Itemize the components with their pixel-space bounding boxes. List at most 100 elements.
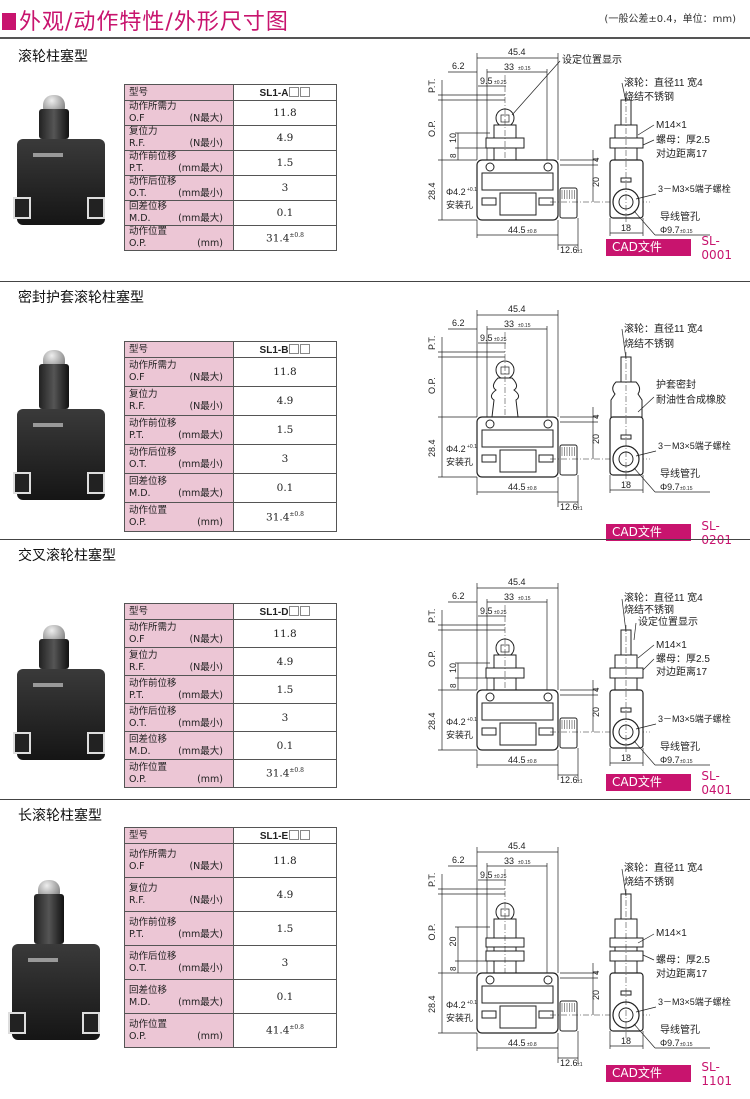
spec-value: 4.9 bbox=[233, 125, 337, 151]
body-window bbox=[481, 172, 554, 191]
spec-label-en: O.P. bbox=[129, 773, 147, 785]
dim-label: ±0.15 bbox=[680, 229, 693, 235]
spec-value: 41.4±0.8 bbox=[233, 1013, 337, 1048]
model-label: 型号 bbox=[124, 603, 234, 620]
plunger bbox=[39, 364, 69, 409]
spec-value: 0.1 bbox=[233, 979, 337, 1014]
line bbox=[621, 598, 627, 633]
mount-hole bbox=[485, 975, 495, 985]
dim-label: 设定位置显示 bbox=[638, 615, 698, 628]
dim-label: ±0.8 bbox=[527, 1042, 537, 1048]
spec-label-cn: 回差位移 bbox=[129, 733, 168, 745]
dim-label: +0.1 bbox=[467, 444, 477, 450]
model-text: SL1-D bbox=[259, 606, 289, 618]
spec-value: 11.8 bbox=[233, 619, 337, 648]
terminal-cover bbox=[82, 1012, 100, 1034]
dim-label: O.P. bbox=[427, 650, 437, 667]
line bbox=[633, 622, 637, 641]
spec-unit: (mm最大) bbox=[178, 488, 223, 499]
dim-label: M14×1 bbox=[656, 120, 687, 131]
line bbox=[633, 467, 656, 493]
dim-label: 4 bbox=[592, 687, 601, 692]
spec-label-cn: 动作前位移 bbox=[129, 151, 177, 162]
dim-label: 安装孔 bbox=[446, 456, 473, 467]
spec-label-en: O.F bbox=[129, 633, 145, 645]
side-nut bbox=[609, 937, 644, 948]
product-photo bbox=[13, 625, 115, 760]
spec-value-text: 31.4 bbox=[266, 232, 290, 245]
plunger bbox=[39, 639, 69, 669]
spec-unit: (mm最小) bbox=[178, 717, 223, 729]
dim-label: 20 bbox=[591, 707, 601, 717]
terminal-cover bbox=[87, 197, 105, 219]
dim-label: Φ4.2 bbox=[446, 1000, 466, 1010]
spec-label-cn: 动作位置 bbox=[129, 1018, 168, 1030]
dim-label: 设定位置显示 bbox=[562, 53, 622, 66]
dim-label: 安装孔 bbox=[446, 1012, 473, 1023]
dim-label: ±0.25 bbox=[494, 80, 507, 86]
dim-label: 45.4 bbox=[508, 841, 526, 851]
spec-label-cn: 复位力 bbox=[129, 389, 158, 400]
spec-unit: (mm最小) bbox=[178, 459, 223, 470]
spec-unit: (mm) bbox=[197, 238, 223, 249]
spec-value-text: 4.9 bbox=[276, 888, 294, 901]
mount-hole bbox=[543, 975, 553, 985]
spec-label-cn: 动作所需力 bbox=[129, 101, 177, 112]
body-window bbox=[481, 702, 554, 721]
dim-label: 安装孔 bbox=[446, 729, 473, 740]
dim-label: 44.5 bbox=[508, 225, 526, 235]
spec-unit: (N最大) bbox=[189, 372, 223, 383]
spec-unit: (mm) bbox=[197, 517, 223, 528]
dim-label: ±0.8 bbox=[527, 229, 537, 235]
model-value: SL1-E bbox=[233, 827, 337, 844]
dim-label: 4 bbox=[592, 157, 601, 162]
spec-label-en: M.D. bbox=[129, 745, 151, 757]
spec-value-text: 11.8 bbox=[273, 627, 297, 640]
roller bbox=[43, 350, 65, 366]
spec-value: 3 bbox=[233, 444, 337, 474]
dim-label: ±0.8 bbox=[527, 486, 537, 492]
product-photo bbox=[13, 350, 115, 500]
switch-body bbox=[13, 139, 105, 225]
dim-label: +0.1 bbox=[467, 1000, 477, 1006]
spec-label-cn: 动作位置 bbox=[129, 505, 168, 516]
spec-label-cn: 回差位移 bbox=[129, 984, 168, 996]
dim-label: ±1 bbox=[577, 779, 583, 785]
dim-label: 28.4 bbox=[427, 439, 437, 457]
slot bbox=[538, 454, 554, 463]
dim-label: 12.6 bbox=[560, 1058, 578, 1068]
switch-body bbox=[8, 944, 100, 1040]
cad-label: CAD文件号： bbox=[606, 1065, 692, 1097]
dim-label: 对边距离17 bbox=[656, 147, 708, 160]
dim-label: 20 bbox=[591, 177, 601, 187]
model-text: SL1-B bbox=[259, 344, 289, 356]
line bbox=[635, 193, 657, 200]
mount-hole bbox=[485, 692, 495, 702]
spec-unit: (N最小) bbox=[189, 894, 223, 906]
spec-label-en: P.T. bbox=[129, 163, 144, 174]
dim-label: 滚轮：直径11 宽4 bbox=[624, 591, 703, 604]
table-row: 型号 SL1-D bbox=[124, 603, 337, 620]
dim-label: +0.1 bbox=[467, 717, 477, 723]
section-divider bbox=[0, 281, 750, 282]
dim-label: 导线管孔 bbox=[660, 740, 700, 753]
cad-label: CAD文件号： bbox=[606, 239, 692, 271]
dim-label: O.P. bbox=[427, 377, 437, 394]
